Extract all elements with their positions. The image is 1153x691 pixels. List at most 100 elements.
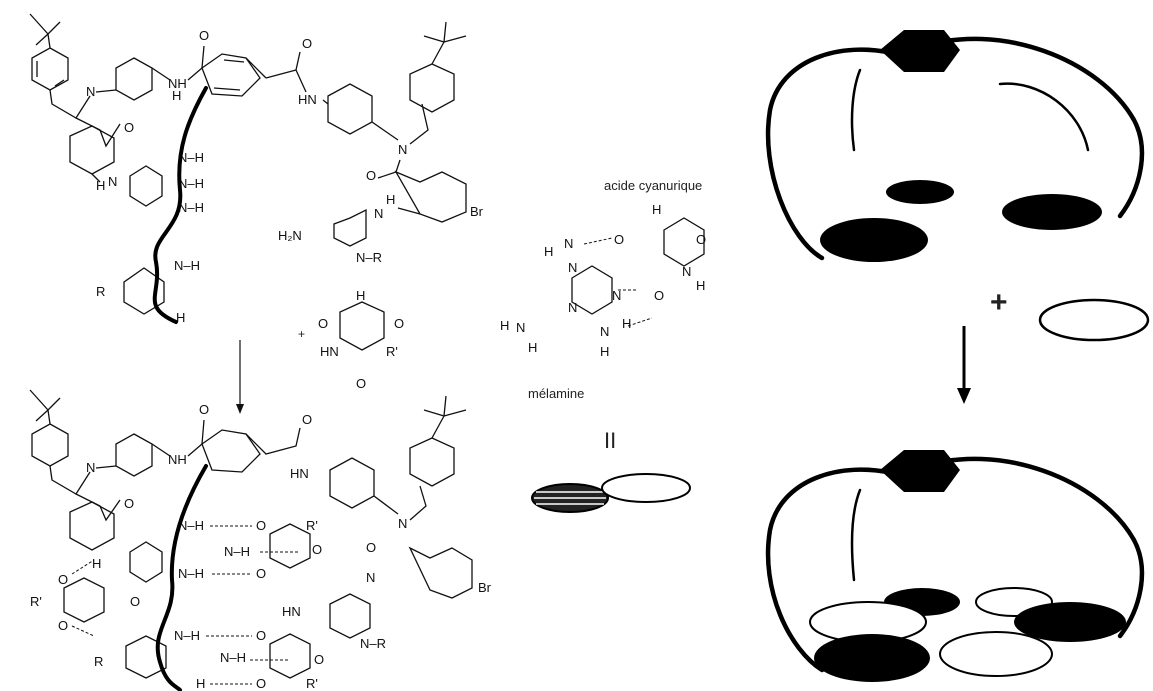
reaction-arrow-left — [236, 340, 244, 414]
o-atom: O — [130, 594, 140, 609]
h-atom: H — [622, 316, 631, 331]
nh-label: N–H — [178, 518, 204, 533]
plus-cartoon: + — [990, 286, 1008, 319]
equals-glyph: II — [604, 428, 616, 453]
h2n-atom: H₂N — [278, 228, 302, 243]
nh-label: N–H — [178, 176, 204, 191]
n-atom: N — [86, 460, 95, 475]
n-atom: N — [398, 142, 407, 157]
r1-atom: R' — [30, 594, 42, 609]
o-atom: O — [58, 618, 68, 633]
o-atom: O — [124, 496, 134, 511]
cyanuric-acid-label: acide cyanurique — [604, 178, 702, 193]
h-atom: H — [696, 278, 705, 293]
h-atom: H — [196, 676, 205, 691]
n-atom: N — [366, 570, 375, 585]
h-atom: H — [96, 178, 105, 193]
nh-atom: NH — [168, 76, 187, 91]
dark-disk-icon — [820, 218, 928, 262]
nh-label: N–H — [224, 544, 250, 559]
nh-label: N–H — [178, 150, 204, 165]
n-atom: N — [564, 236, 573, 251]
h-atom: H — [92, 556, 101, 571]
nh-atom: NH — [168, 452, 187, 467]
o-atom: O — [199, 28, 209, 43]
nh-label: N–H — [174, 628, 200, 643]
nh-label: N–H — [178, 566, 204, 581]
h-atom: H — [652, 202, 661, 217]
h-atom: H — [176, 310, 185, 325]
n-atom: N — [374, 206, 383, 221]
nh-label: N–H — [178, 200, 204, 215]
host-molecule-top: N NH H O O HN N O Br H N H₂N N–R — [29, 13, 484, 325]
o-atom: O — [696, 232, 706, 247]
r1-atom: R' — [306, 518, 318, 533]
n-atom: N — [398, 516, 407, 531]
o-atom: O — [199, 402, 209, 417]
host-molecule-bottom: N NH O O HN N O Br N O H N–H N–H N–H O O… — [29, 389, 492, 691]
o-atom: O — [366, 540, 376, 555]
o-atom: O — [312, 542, 322, 557]
h-atom: H — [500, 318, 509, 333]
cartoon-complex-bottom — [765, 450, 1145, 682]
light-disk-icon — [939, 631, 1053, 677]
dark-disk-icon — [886, 180, 954, 204]
nh-label: N–H — [220, 650, 246, 665]
r-atom: R — [96, 284, 105, 299]
plus-sign: + — [298, 327, 305, 341]
n-atom: N — [682, 264, 691, 279]
nr-atom: N–R — [356, 250, 382, 265]
hexagon-core-icon — [880, 30, 960, 72]
h-atom: H — [172, 88, 181, 103]
n-atom: N — [86, 84, 95, 99]
n-atom: N — [612, 288, 621, 303]
hn-atom: HN — [298, 92, 317, 107]
o-atom: O — [356, 376, 366, 391]
o-atom: O — [314, 652, 324, 667]
h-atom: H — [528, 340, 537, 355]
n-atom: N — [108, 174, 117, 189]
o-atom: O — [256, 566, 266, 581]
r-atom: R — [94, 654, 103, 669]
o-atom: O — [394, 316, 404, 331]
o-atom: O — [256, 518, 266, 533]
o-atom: O — [124, 120, 134, 135]
o-atom: O — [58, 572, 68, 587]
n-atom: N — [568, 300, 577, 315]
reaction-arrow-right — [957, 326, 971, 404]
n-atom: N — [516, 320, 525, 335]
hn-atom: HN — [320, 344, 339, 359]
o-atom: O — [366, 168, 376, 183]
hn-atom: HN — [290, 466, 309, 481]
nr-atom: N–R — [360, 636, 386, 651]
o-atom: O — [256, 628, 266, 643]
disk-pair-icon — [531, 473, 691, 513]
melamine-cyanuric-pair: N N N H N H N H N H H H O O N H O — [500, 202, 706, 359]
o-atom: O — [614, 232, 624, 247]
n-atom: N — [568, 260, 577, 275]
o-atom: O — [256, 676, 266, 691]
dark-disk-icon — [1002, 194, 1102, 230]
h-atom: H — [356, 288, 365, 303]
n-atom: N — [600, 324, 609, 339]
hn-atom: HN — [282, 604, 301, 619]
cyanuric-derivative: H O O HN R' O — [318, 288, 404, 391]
o-atom: O — [302, 412, 312, 427]
r1-atom: R' — [386, 344, 398, 359]
light-disk-icon — [1038, 298, 1150, 342]
dark-disk-icon — [1014, 602, 1126, 642]
h-atom: H — [600, 344, 609, 359]
o-atom: O — [318, 316, 328, 331]
cartoon-host-top — [765, 30, 1145, 262]
r1-atom: R' — [306, 676, 318, 691]
dark-disk-icon — [814, 634, 930, 682]
h-atom: H — [544, 244, 553, 259]
hexagon-core-icon — [880, 450, 960, 492]
nh-label: N–H — [174, 258, 200, 273]
h-atom: H — [386, 192, 395, 207]
br-atom: Br — [470, 204, 484, 219]
br-atom: Br — [478, 580, 492, 595]
o-atom: O — [654, 288, 664, 303]
melamine-label: mélamine — [528, 386, 584, 401]
